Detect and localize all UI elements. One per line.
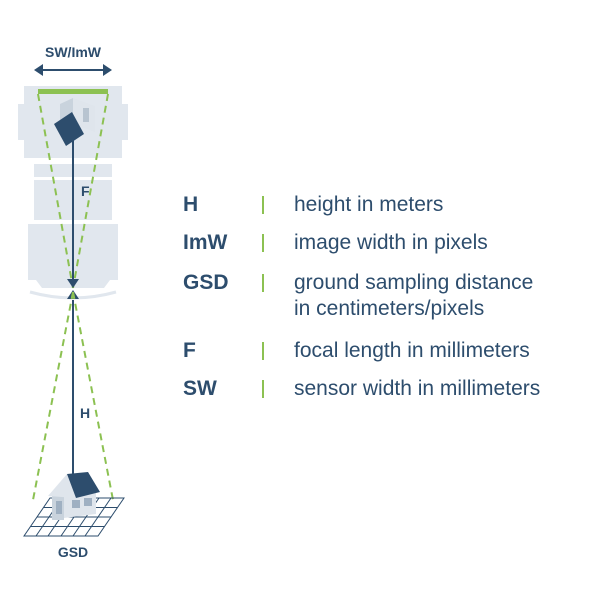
height-label: H [80,405,90,421]
legend-description: focal length in millimeters [294,339,530,362]
legend-abbr: SW [183,377,217,400]
focal-length-label: F [81,183,90,199]
legend-abbr: F [183,339,196,362]
sensor-width-arrow [34,64,112,76]
legend-description: sensor width in millimeters [294,377,541,400]
legend-abbr: H [183,193,199,216]
legend-separator [262,234,264,252]
legend-separator [262,274,264,292]
lens-arrow-down [67,279,79,288]
sensor-house-icon [54,98,95,146]
legend-description: image width in pixels [294,231,488,254]
legend-abbr: ImW [183,231,228,254]
legend-separator [262,196,264,214]
legend-separator [262,380,264,398]
legend-separator [262,342,264,360]
field-of-view-upper [37,93,109,289]
sensor-width-label: SW/ImW [45,44,102,60]
legend-description: ground sampling distance in centimeters/… [294,271,534,320]
legend-abbr: GSD [183,271,229,294]
gsd-label: GSD [58,544,88,560]
house-icon [48,472,100,520]
legend-description: height in meters [294,193,444,216]
